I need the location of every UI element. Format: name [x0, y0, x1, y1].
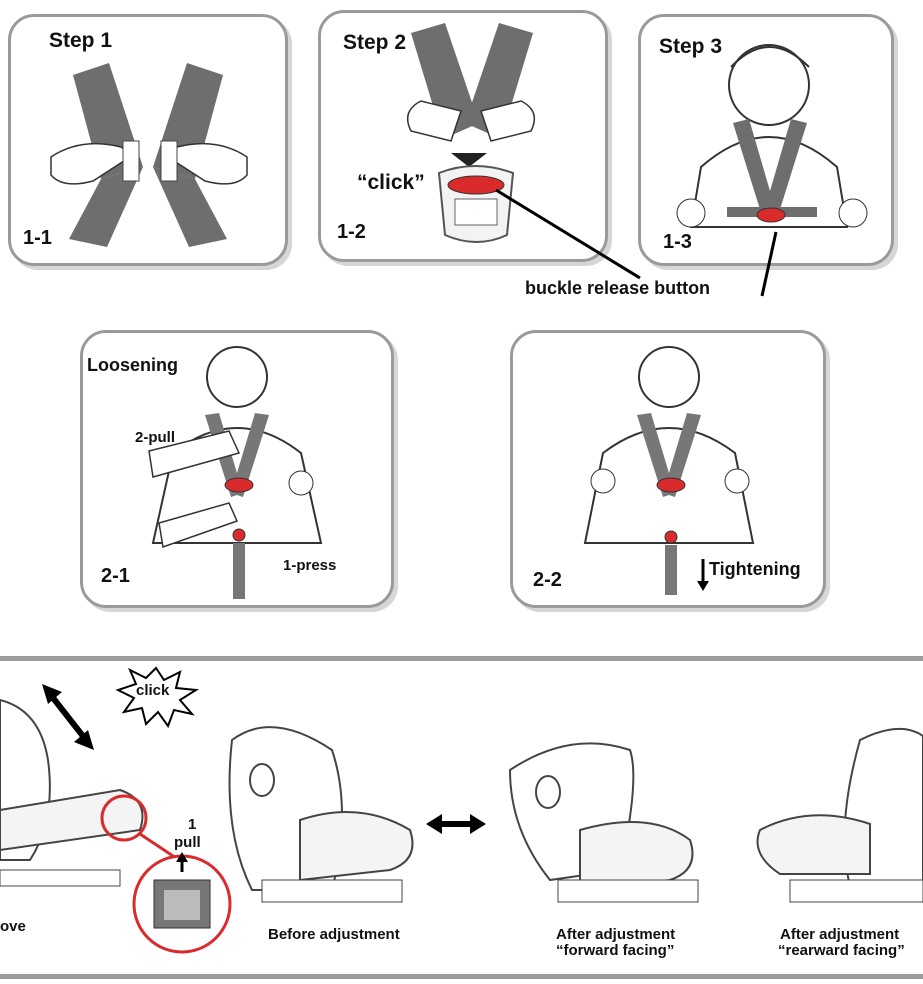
pull-number: 1: [188, 816, 196, 834]
after-forward-label-2: “forward facing”: [556, 942, 674, 960]
click-label: click: [136, 682, 169, 699]
pull-word: pull: [174, 834, 201, 852]
after-rearward-label-1: After adjustment: [780, 926, 923, 943]
after-rearward-label-2: “rearward facing”: [778, 942, 923, 959]
before-adjustment-label: Before adjustment: [268, 926, 400, 943]
remove-label-partial: ove: [0, 918, 26, 935]
